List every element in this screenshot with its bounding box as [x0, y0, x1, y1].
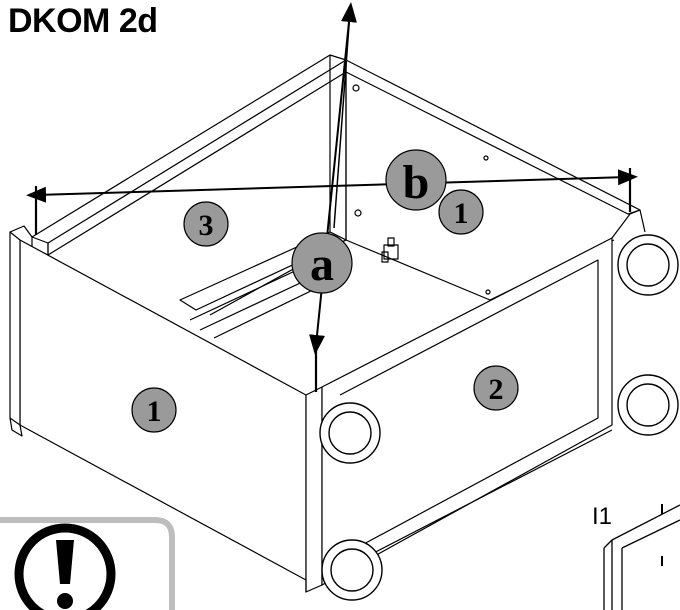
badge-2 [473, 365, 519, 411]
badge-1-front-label: 1 [147, 395, 162, 428]
badge-1-back [438, 189, 484, 235]
page-title: DKOM 2d [8, 2, 158, 40]
warning-box [0, 517, 175, 610]
badge-b-label: b [403, 156, 430, 209]
badge-a [291, 232, 353, 294]
front-right-panel [321, 237, 613, 586]
badge-1-back-label: 1 [454, 197, 469, 230]
dimension-b-line [26, 169, 638, 203]
detail-inset [603, 504, 680, 610]
detail-label: I1 [592, 503, 613, 530]
badge-3-label: 3 [199, 209, 214, 242]
badge-1-front [131, 387, 177, 433]
badge-a-label: a [310, 238, 334, 291]
badge-b [385, 149, 447, 211]
badge-3 [183, 201, 229, 247]
badge-2-label: 2 [489, 373, 504, 406]
